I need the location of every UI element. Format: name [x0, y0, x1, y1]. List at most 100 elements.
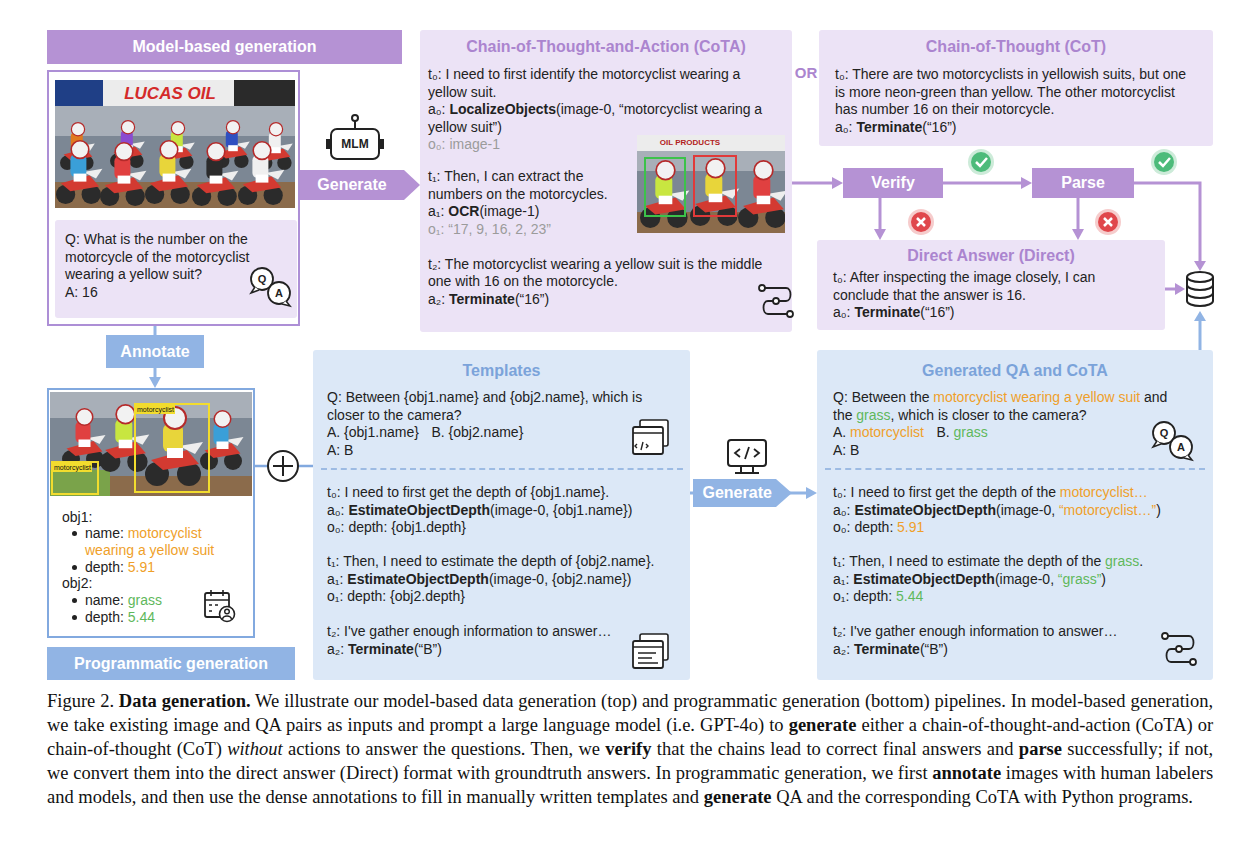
word: a	[488, 715, 496, 735]
panel-title-text: Generated QA and CoTA	[922, 362, 1108, 379]
text-flow: Q: Between themotorcyclist wearing a yel…	[833, 389, 1205, 658]
step-tag: a₀:	[327, 502, 348, 518]
text: a₂: Terminate(“B”)	[327, 641, 442, 657]
text: depth:	[85, 559, 124, 575]
action-args: (image-0,	[995, 571, 1054, 587]
model-name: MLM	[341, 138, 368, 150]
person-badge	[220, 607, 235, 622]
word: CoTA	[976, 787, 1020, 807]
text: t₁: Then, I can extract the numbers on t…	[428, 168, 608, 202]
cross-mark	[1104, 218, 1112, 226]
word: the	[838, 787, 861, 807]
edge-label: Generate	[693, 479, 792, 507]
text: a₂: Terminate(“16”)	[428, 291, 549, 307]
robot-ear	[379, 139, 384, 149]
database-ring	[1187, 285, 1213, 298]
word: we	[47, 763, 69, 783]
word: convert	[73, 763, 128, 783]
box-green	[645, 158, 685, 216]
word: answer	[365, 739, 417, 759]
monitor-stand	[735, 466, 759, 473]
text-line: a₂: Terminate(“B”)	[833, 641, 1205, 659]
chain-node	[1162, 633, 1168, 639]
combine-circle	[268, 451, 298, 481]
text: o₁: depth: {obj2.depth}	[327, 588, 465, 604]
word: chain-of-thought	[47, 739, 171, 759]
word: human	[1101, 763, 1151, 783]
text-line: a₁: EstimateObjectDepth(image-0,“grass”)	[833, 571, 1205, 589]
word: either	[862, 715, 904, 735]
qa-icon	[1150, 420, 1196, 462]
connector-line	[300, 170, 404, 200]
word: language	[543, 715, 610, 735]
text-line: A.motorcyclistB.grass	[833, 424, 1205, 442]
text: t₀: There are two motorcyclists in yello…	[835, 66, 1186, 117]
action-args: (image-0, {obj2.name})	[489, 571, 631, 587]
text-line: a₂: Terminate(“B”)	[327, 641, 682, 659]
text: “motorcyclist…”	[1059, 502, 1156, 518]
check-disc	[971, 152, 991, 172]
word: existing	[110, 715, 169, 735]
text-flow: t₀: There are two motorcyclists in yello…	[835, 66, 1205, 136]
text-line: t₀: There are two motorcyclists in yello…	[835, 66, 1195, 119]
word: written	[540, 787, 592, 807]
text: .	[1139, 553, 1143, 569]
word: groundtruth	[495, 763, 582, 783]
connector-line	[1077, 198, 1080, 229]
chain-path	[762, 288, 791, 314]
word: with	[457, 763, 490, 783]
text: B.	[937, 424, 950, 440]
word: In	[1011, 691, 1026, 711]
panel-title: Chain-of-Thought-and-Action (CoTA)	[420, 36, 792, 58]
italic-word: without	[227, 739, 283, 759]
banner-block	[234, 80, 295, 106]
bold-word: generation.	[162, 691, 251, 711]
text: t₀: I need to first get the depth of the	[833, 484, 1056, 500]
word: into	[175, 763, 204, 783]
combine-plus	[273, 456, 293, 476]
word: the	[690, 739, 713, 759]
rider	[238, 142, 284, 205]
text: Q: What is the number on the motorcycle …	[65, 231, 249, 282]
text: 5.91	[897, 519, 924, 535]
word: and	[398, 715, 425, 735]
sponsor-banner	[55, 80, 295, 106]
check-disc	[1154, 152, 1174, 172]
chain-icon	[1158, 628, 1200, 668]
chain-node	[773, 298, 779, 304]
text-line: o₀: depth:5.91	[833, 519, 1205, 537]
word: programmatic	[676, 763, 780, 783]
word: with	[1063, 763, 1096, 783]
templates-panel: TemplatesQ: Between {obj1.name} and {obj…	[313, 350, 690, 680]
text: o₁: “17, 9, 16, 2, 23”	[428, 221, 551, 237]
action-args: (“16”)	[515, 291, 549, 307]
text: a₀: EstimateObjectDepth(image-0, {obj1.n…	[327, 502, 632, 518]
word: with	[1024, 787, 1057, 807]
panel-title: Generated QA and CoTA	[817, 360, 1213, 382]
word: to	[346, 739, 360, 759]
text-line: a₀: Terminate(“16”)	[835, 119, 1205, 137]
check-icon	[968, 149, 994, 175]
bold-word: parse	[1019, 739, 1062, 759]
code-glyph	[735, 447, 759, 459]
bullet-dot	[72, 565, 77, 570]
word: (i.e.	[666, 715, 695, 735]
wire	[1165, 288, 1176, 291]
word: direct	[236, 763, 278, 783]
text: A: B	[833, 442, 859, 458]
chain-node	[1190, 659, 1196, 665]
text-line: name:grass	[85, 592, 247, 609]
word: model-based	[383, 691, 478, 711]
template-bar	[633, 433, 663, 450]
text-line: name:motorcyclist wearing a yellow suit	[85, 525, 245, 558]
bold-word: generate	[704, 787, 772, 807]
word: first	[898, 763, 928, 783]
model-based-box: Model-based generation Q: What is the nu…	[47, 70, 300, 326]
wire-head	[1194, 261, 1206, 271]
combine-symbol	[268, 451, 298, 481]
word: programmatic	[673, 691, 777, 711]
word: and	[47, 787, 74, 807]
antenna	[354, 121, 356, 129]
word: We	[255, 691, 279, 711]
rider	[738, 161, 785, 228]
